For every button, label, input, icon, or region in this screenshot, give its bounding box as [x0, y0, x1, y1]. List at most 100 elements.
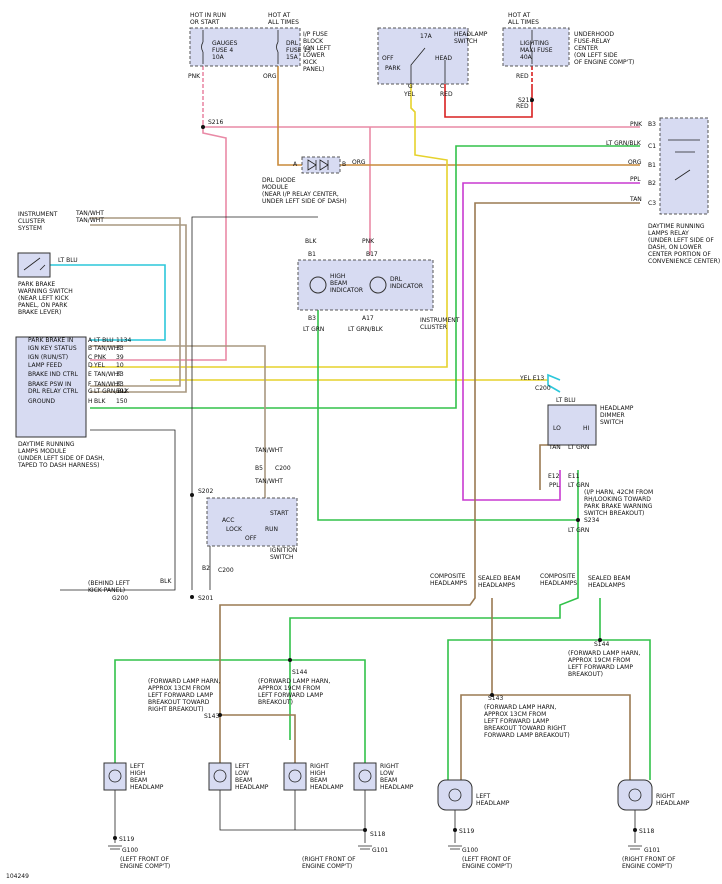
- svg-text:B5: B5: [255, 465, 263, 472]
- module-pin-wire: LT BLU: [94, 337, 114, 344]
- svg-text:B3: B3: [308, 315, 316, 322]
- svg-text:S144: S144: [292, 669, 307, 676]
- module-pin-circuit: 150: [116, 398, 128, 405]
- module-pin-id: E: [88, 371, 92, 378]
- wire-tanwht-f: [90, 224, 187, 393]
- svg-text:RED: RED: [516, 103, 529, 110]
- svg-text:HI: HI: [583, 425, 590, 432]
- svg-text:YEL E13: YEL E13: [519, 375, 544, 382]
- svg-text:C: C: [440, 83, 444, 90]
- module-pin-id: H: [88, 398, 93, 405]
- module-pin-circuit: 33: [116, 381, 124, 388]
- svg-text:S201: S201: [198, 595, 213, 602]
- module-pin-circuit: 592: [116, 388, 128, 395]
- wire-tan-s143: [220, 714, 296, 763]
- svg-text:PPL: PPL: [630, 176, 641, 183]
- svg-text:(FORWARD LAMP HARN,APPROX 13CM: (FORWARD LAMP HARN,APPROX 13CM FROMLEFT …: [484, 704, 570, 739]
- wire-grn-relay: [90, 145, 640, 409]
- svg-text:RED: RED: [440, 91, 453, 98]
- module-pin-wire: PNK: [94, 354, 107, 361]
- svg-text:G101: G101: [372, 847, 388, 854]
- svg-text:G200: G200: [112, 595, 128, 602]
- svg-text:ORG: ORG: [628, 159, 642, 166]
- svg-text:ORG: ORG: [352, 159, 366, 166]
- module-pin-label: IGN KEY STATUS: [28, 345, 77, 352]
- wire-tan-right: [491, 598, 631, 780]
- svg-text:S143: S143: [488, 695, 503, 702]
- svg-text:PNK: PNK: [362, 238, 375, 245]
- svg-text:LT GRN/BLK: LT GRN/BLK: [348, 326, 384, 333]
- wire-grn-dimmer-hi: [289, 520, 579, 740]
- svg-text:LT BLU: LT BLU: [58, 257, 78, 264]
- module-pin-id: B: [88, 345, 92, 352]
- wire-tanwht-e: [90, 217, 181, 387]
- svg-text:S143: S143: [204, 713, 219, 720]
- module-pin-id: F: [88, 381, 92, 388]
- wire-grn-rhigh: [290, 659, 366, 763]
- svg-text:LT GRN/BLK: LT GRN/BLK: [606, 140, 642, 147]
- wire-grn-lhigh: [114, 659, 290, 763]
- svg-text:HEAD: HEAD: [435, 55, 452, 62]
- module-pin-id: A: [88, 337, 93, 344]
- module-pin-circuit: 1134: [116, 337, 131, 344]
- svg-text:S118: S118: [370, 831, 385, 838]
- module-pin-label: PARK BRAKE IN: [28, 337, 73, 344]
- module-pin-circuit: 10: [116, 362, 124, 369]
- wire-grn-cluster: [317, 305, 579, 521]
- module-pin-label: BRAKE PSW IN: [28, 381, 71, 388]
- splice-s216: S216: [208, 119, 223, 126]
- svg-text:LT BLU: LT BLU: [556, 397, 576, 404]
- svg-text:RED: RED: [516, 73, 529, 80]
- module-pin-circuit: 33: [116, 371, 124, 378]
- svg-text:BLK: BLK: [305, 238, 317, 245]
- svg-text:C200: C200: [275, 465, 291, 472]
- svg-text:S202: S202: [198, 488, 213, 495]
- svg-text:ACC: ACC: [222, 517, 234, 524]
- wire-tanwht: [90, 345, 266, 500]
- module-pin-id: G: [88, 388, 93, 395]
- diagram-id: 104249: [6, 873, 29, 880]
- svg-text:E11: E11: [568, 473, 580, 480]
- svg-text:G101: G101: [644, 847, 660, 854]
- svg-text:PNK: PNK: [188, 73, 201, 80]
- svg-text:TAN/WHT: TAN/WHT: [75, 210, 104, 217]
- svg-text:BLK: BLK: [160, 578, 172, 585]
- svg-text:LT GRN: LT GRN: [568, 482, 589, 489]
- wire-grn-left: [447, 639, 600, 780]
- svg-text:E12: E12: [548, 473, 560, 480]
- svg-text:TAN: TAN: [548, 444, 561, 451]
- svg-text:S118: S118: [639, 828, 654, 835]
- svg-text:B: B: [342, 161, 346, 168]
- svg-text:PNK: PNK: [630, 121, 643, 128]
- module-pin-label: IGN (RUN/ST): [28, 354, 68, 361]
- svg-text:B17: B17: [366, 251, 378, 258]
- svg-text:OFF: OFF: [245, 535, 257, 542]
- module-pin-label: LAMP FEED: [28, 362, 62, 369]
- svg-text:YEL: YEL: [403, 91, 415, 98]
- module-pin-circuit: 39: [116, 354, 124, 361]
- svg-text:17A: 17A: [420, 33, 433, 40]
